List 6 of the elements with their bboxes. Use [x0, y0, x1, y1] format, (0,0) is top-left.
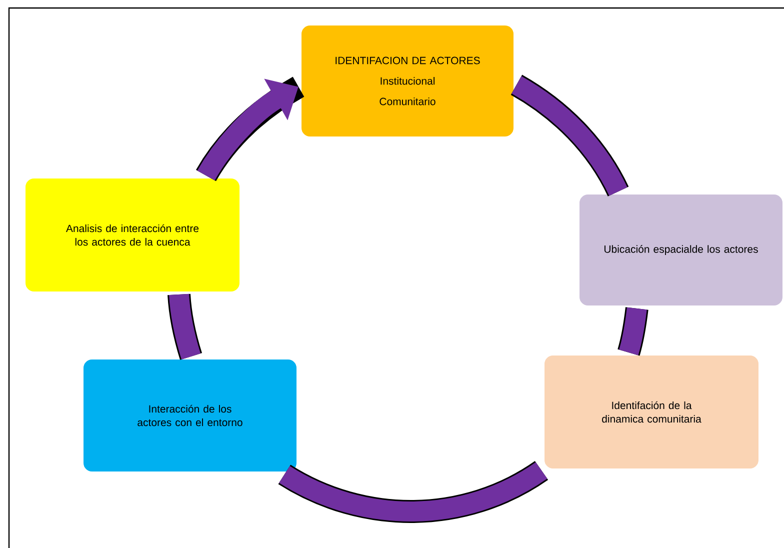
- process-box: Interacción de los actores con el entorno: [80, 356, 300, 474]
- process-box: IDENTIFACION DE ACTORES Institucional Comunitario: [298, 22, 516, 140]
- process-box: Identifación de la dinamica comunitaria: [542, 352, 762, 472]
- process-box: Ubicación espacialde los actores: [576, 192, 784, 308]
- process-box: Analisis de interacción entre los actores de la cuenca: [22, 176, 242, 294]
- cycle-arrow: [196, 76, 304, 182]
